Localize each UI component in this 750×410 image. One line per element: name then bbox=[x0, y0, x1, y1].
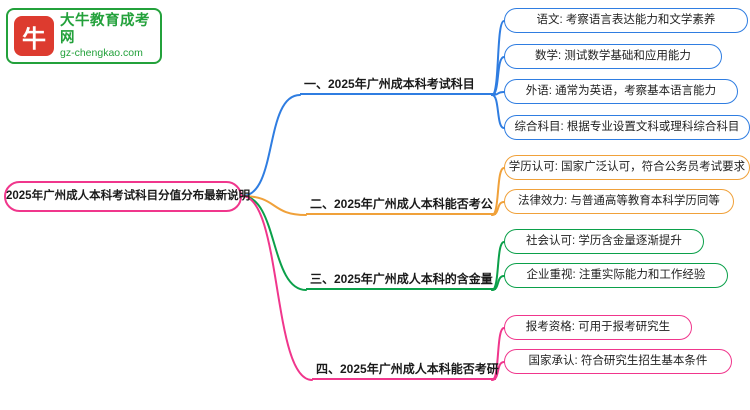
leaf-node-2-2[interactable]: 法律效力: 与普通高等教育本科学历同等 bbox=[504, 189, 734, 214]
link-root-branch-4 bbox=[241, 195, 313, 381]
site-name: 大牛教育成考网 bbox=[60, 13, 150, 46]
leaf-node-4-1[interactable]: 报考资格: 可用于报考研究生 bbox=[504, 315, 692, 340]
site-url: gz-chengkao.com bbox=[60, 46, 143, 59]
leaf-node-3-1[interactable]: 社会认可: 学历含金量逐渐提升 bbox=[504, 229, 704, 254]
leaf-node-4-2[interactable]: 国家承认: 符合研究生招生基本条件 bbox=[504, 349, 732, 374]
leaf-node-2-1[interactable]: 学历认可: 国家广泛认可，符合公务员考试要求 bbox=[504, 155, 750, 180]
link-root-branch-2 bbox=[241, 195, 307, 216]
branch-2-civil-service[interactable]: 二、2025年广州成人本科能否考公 bbox=[306, 195, 496, 215]
leaf-node-3-2[interactable]: 企业重视: 注重实际能力和工作经验 bbox=[504, 263, 728, 288]
leaf-node-1-3[interactable]: 外语: 通常为英语，考察基本语言能力 bbox=[504, 79, 738, 104]
branch-3-degree-value[interactable]: 三、2025年广州成人本科的含金量 bbox=[306, 270, 496, 290]
site-logo-text: 大牛教育成考网 gz-chengkao.com bbox=[60, 13, 154, 58]
link-root-branch-3 bbox=[241, 195, 307, 291]
bull-logo-icon: 牛 bbox=[14, 16, 54, 56]
leaf-node-1-1[interactable]: 语文: 考察语言表达能力和文学素养 bbox=[504, 8, 748, 33]
leaf-node-1-4[interactable]: 综合科目: 根据专业设置文科或理科综合科目 bbox=[504, 115, 750, 140]
link-branch-1-leaf-4 bbox=[491, 94, 505, 129]
link-root-branch-1 bbox=[241, 94, 301, 197]
branch-4-postgraduate[interactable]: 四、2025年广州成人本科能否考研 bbox=[312, 360, 499, 380]
site-logo[interactable]: 牛 大牛教育成考网 gz-chengkao.com bbox=[6, 8, 162, 64]
root-node[interactable]: 2025年广州成人本科考试科目分值分布最新说明 bbox=[4, 181, 250, 212]
leaf-node-1-2[interactable]: 数学: 测试数学基础和应用能力 bbox=[504, 44, 722, 69]
branch-1-exam-subjects[interactable]: 一、2025年广州成本科考试科目 bbox=[300, 75, 496, 95]
bull-logo-glyph: 牛 bbox=[22, 25, 46, 53]
